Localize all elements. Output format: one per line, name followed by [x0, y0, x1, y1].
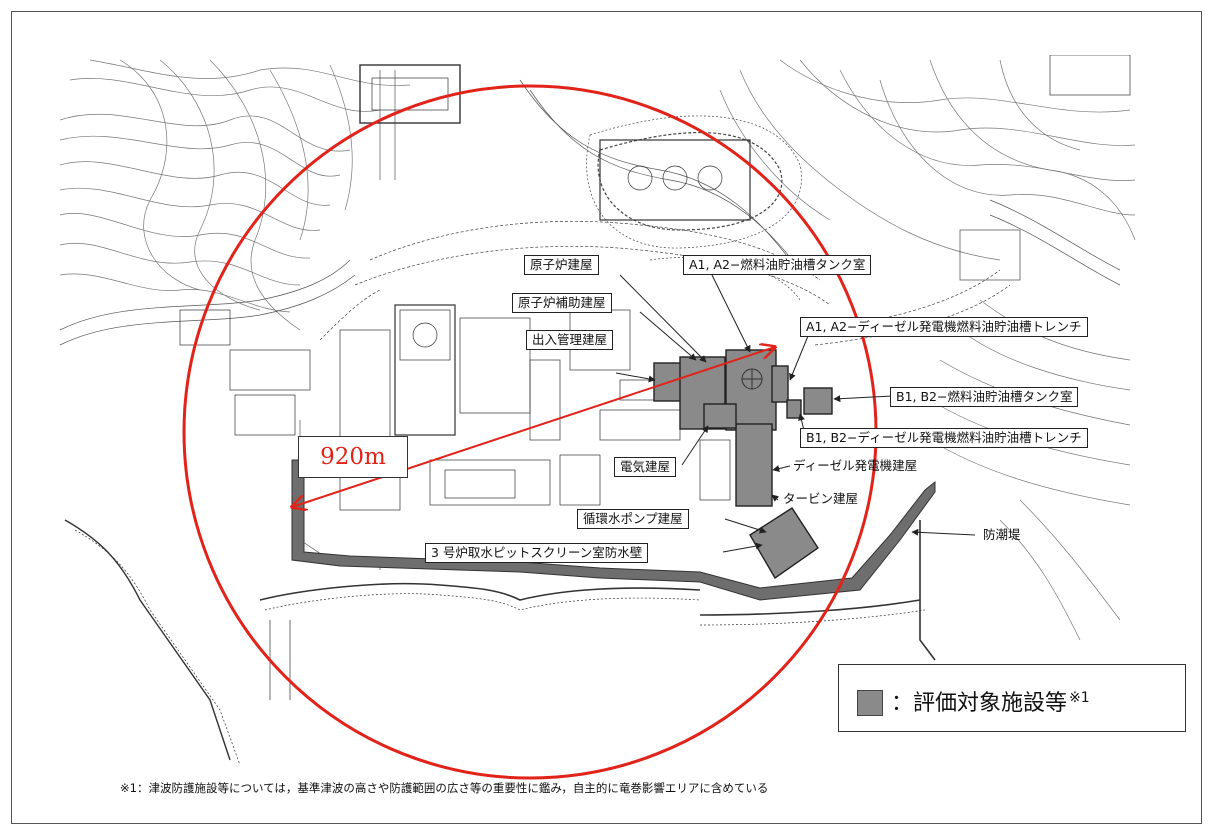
seawall-band [291, 459, 936, 601]
label-a-tank-room: A1, A2−燃料油貯油槽タンク室 [683, 255, 872, 275]
label-access-control-building: 出入管理建屋 [526, 330, 614, 350]
label-b-trench: B1, B2−ディーゼル発電機燃料油貯油槽トレンチ [800, 428, 1088, 448]
label-a-trench: A1, A2−ディーゼル発電機燃料油貯油槽トレンチ [800, 317, 1088, 337]
legend-swatch [857, 690, 883, 716]
terrain [59, 55, 1136, 766]
distance-arrow [292, 347, 775, 507]
label-reactor-building: 原子炉建屋 [524, 255, 599, 275]
legend-label: ：評価対象施設等 [891, 691, 1068, 716]
figure-frame [11, 11, 1202, 824]
distance-label: 920m [298, 436, 408, 478]
label-reactor-aux-building: 原子炉補助建屋 [512, 293, 612, 313]
label-electrical-building: 電気建屋 [614, 457, 677, 477]
legend-text: ：評価対象施設等※1 [891, 685, 1090, 717]
legend: ：評価対象施設等※1 [838, 664, 1186, 732]
label-turbine-building: タービン建屋 [783, 491, 859, 506]
footnote: ※1：津波防護施設等については，基準津波の高さや防護範囲の広さ等の重要性に鑑み，… [120, 781, 769, 795]
label-circ-pump-building: 循環水ポンプ建屋 [577, 509, 689, 529]
label-seawall: 防潮堤 [983, 527, 1021, 542]
legend-superscript: ※1 [1069, 689, 1090, 706]
label-intake-pit-wall: 3 号炉取水ピットスクリーン室防水壁 [425, 543, 649, 563]
label-diesel-building: ディーゼル発電機建屋 [793, 458, 918, 473]
label-b-tank-room: B1, B2−燃料油貯油槽タンク室 [890, 387, 1079, 407]
